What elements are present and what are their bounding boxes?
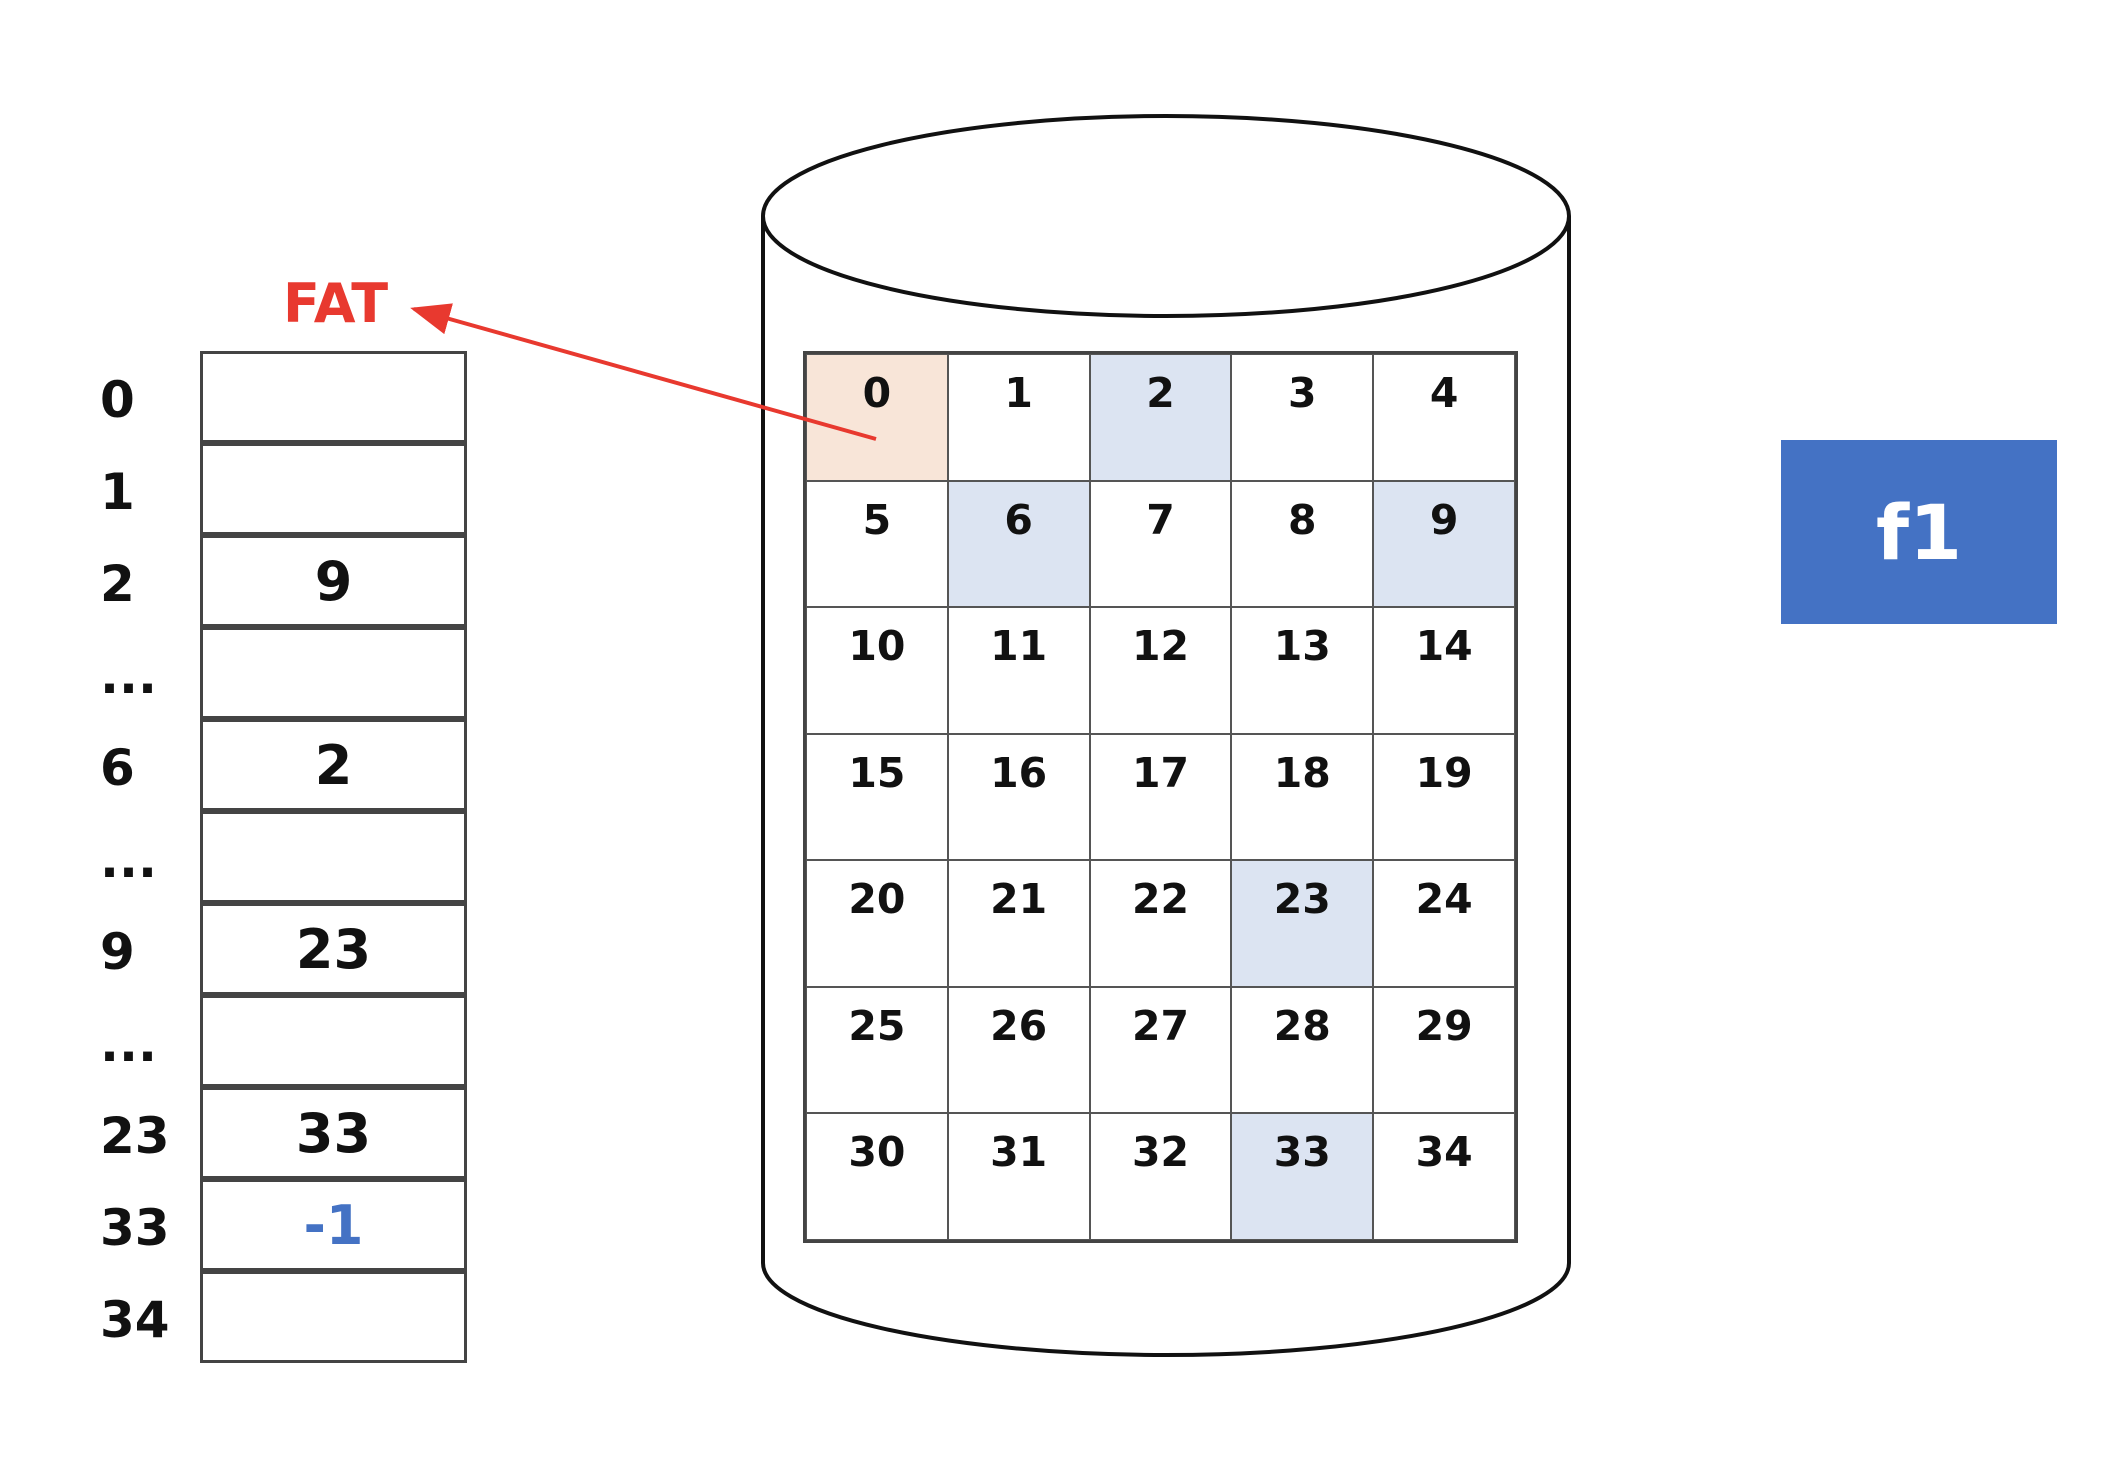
- fat-entry: -1: [200, 1179, 467, 1271]
- disk-block: 7: [1089, 480, 1232, 608]
- disk-block: 16: [947, 733, 1090, 861]
- fat-entry: [200, 627, 467, 719]
- disk-block: 29: [1373, 986, 1515, 1114]
- disk-block: 32: [1089, 1113, 1232, 1240]
- fat-index-label: 0: [100, 371, 135, 429]
- fat-entry: [200, 995, 467, 1087]
- disk-block: 8: [1231, 480, 1374, 608]
- disk-block: 11: [947, 607, 1090, 734]
- fat-entry: 33: [200, 1087, 467, 1179]
- disk-block: 33: [1231, 1113, 1374, 1240]
- disk-block: 28: [1231, 986, 1374, 1114]
- fat-index-label: ...: [100, 831, 157, 889]
- disk-block: 2: [1089, 354, 1232, 481]
- disk-block: 24: [1373, 860, 1515, 987]
- disk-block: 22: [1089, 860, 1232, 987]
- fat-entry: [200, 1271, 467, 1363]
- fat-label: FAT: [283, 272, 389, 335]
- disk-block: 17: [1089, 733, 1232, 861]
- fat-entry: [200, 351, 467, 443]
- disk-block: 13: [1231, 607, 1374, 734]
- disk-block: 12: [1089, 607, 1232, 734]
- disk-block: 5: [806, 480, 948, 608]
- disk-block: 34: [1373, 1113, 1515, 1240]
- disk-block: 19: [1373, 733, 1515, 861]
- disk-block: 23: [1231, 860, 1374, 987]
- fat-index-label: 2: [100, 555, 135, 613]
- fat-index-label: ...: [100, 1015, 157, 1073]
- fat-index-label: 34: [100, 1291, 170, 1349]
- fat-index-label: 9: [100, 923, 135, 981]
- disk-block: 4: [1373, 354, 1515, 481]
- disk-block: 0: [806, 354, 948, 481]
- fat-entry: [200, 443, 467, 535]
- disk-block: 30: [806, 1113, 948, 1240]
- disk-block: 26: [947, 986, 1090, 1114]
- disk-block: 20: [806, 860, 948, 987]
- disk-block: 15: [806, 733, 948, 861]
- disk-block: 1: [947, 354, 1090, 481]
- disk-block: 31: [947, 1113, 1090, 1240]
- disk-block: 21: [947, 860, 1090, 987]
- fat-index-label: 6: [100, 739, 135, 797]
- disk-block: 14: [1373, 607, 1515, 734]
- disk-block: 9: [1373, 480, 1515, 608]
- file-box[interactable]: f1: [1781, 440, 2057, 624]
- fat-index-label: ...: [100, 647, 157, 705]
- fat-entry: [200, 811, 467, 903]
- disk-block: 25: [806, 986, 948, 1114]
- fat-entry: 9: [200, 535, 467, 627]
- disk-block: 18: [1231, 733, 1374, 861]
- fat-entry: 23: [200, 903, 467, 995]
- fat-index-label: 23: [100, 1107, 170, 1165]
- fat-index-label: 33: [100, 1199, 170, 1257]
- fat-index-label: 1: [100, 463, 135, 521]
- disk-block: 6: [947, 480, 1090, 608]
- fat-entry: 2: [200, 719, 467, 811]
- disk-block: 10: [806, 607, 948, 734]
- disk-block: 3: [1231, 354, 1374, 481]
- disk-block: 27: [1089, 986, 1232, 1114]
